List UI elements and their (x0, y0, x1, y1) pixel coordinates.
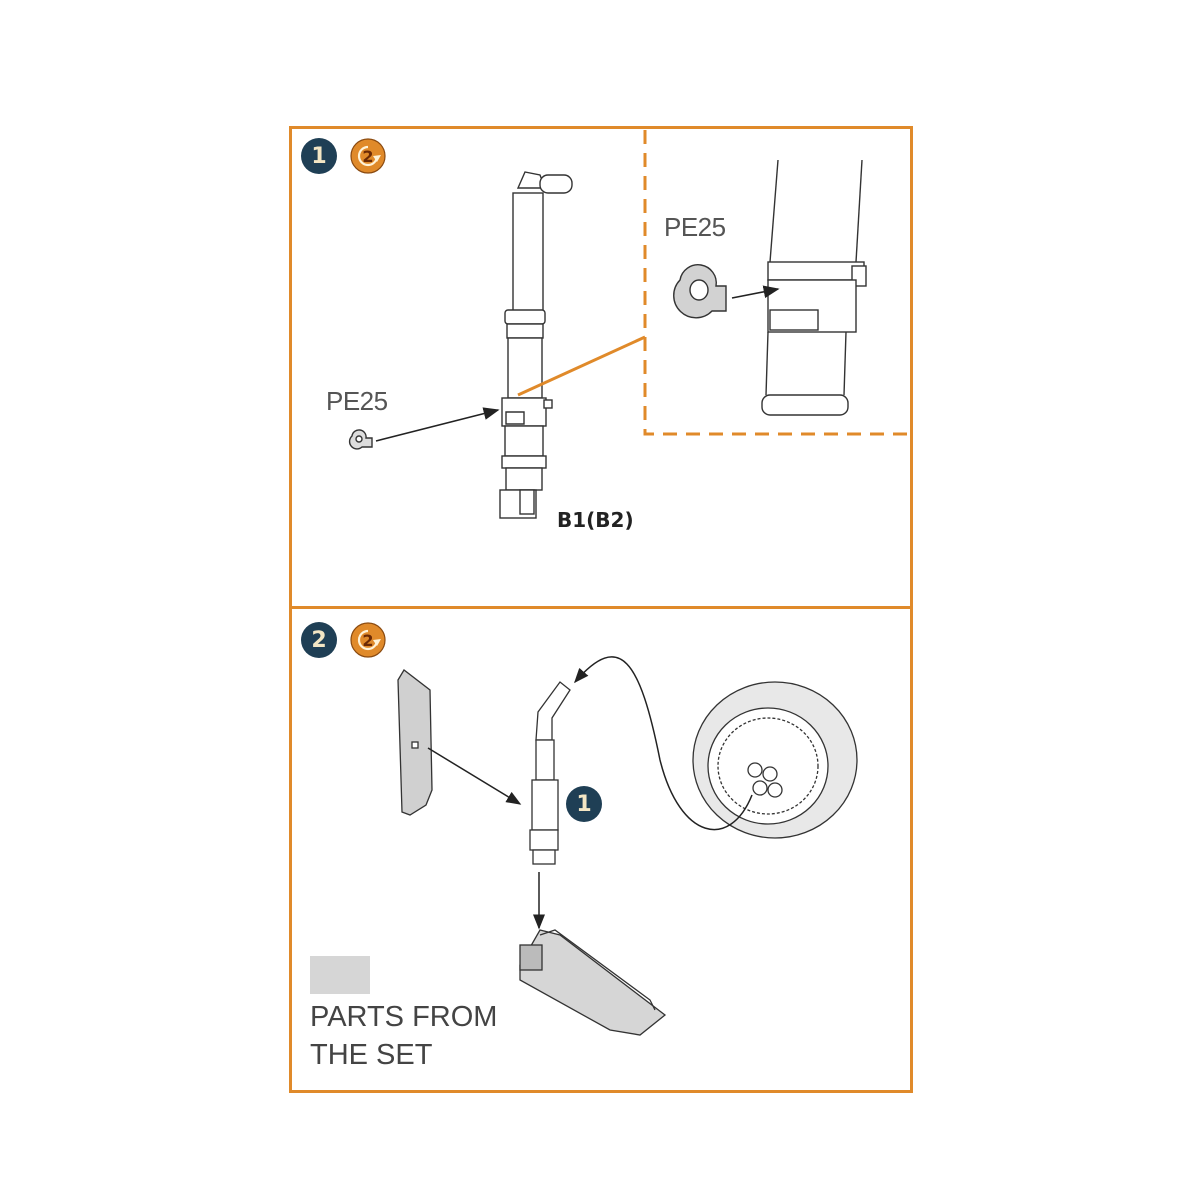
pe25-large-part (673, 264, 727, 319)
pe25-small-part (348, 429, 373, 450)
rotate-copy-icon: 2 (350, 622, 386, 658)
rotate-copy-icon: 2 (350, 138, 386, 174)
instruction-frame (289, 126, 913, 1093)
step-divider (289, 606, 910, 609)
step-2-badge: 2 (301, 622, 337, 658)
gear-door-part (397, 669, 433, 816)
detail-strut (761, 159, 867, 416)
gear-leg-from-set (519, 929, 667, 1036)
strut-subassembly (529, 681, 571, 865)
detail-part-label-pe25: PE25 (664, 212, 726, 242)
step-1-badge: 1 (301, 138, 337, 174)
wheel-part (692, 681, 858, 839)
svg-text:2: 2 (362, 631, 373, 650)
subassembly-1-badge: 1 (566, 786, 602, 822)
strut-part-b1 (499, 171, 573, 519)
part-label-pe25: PE25 (326, 386, 388, 416)
parts-from-set-swatch (310, 956, 370, 994)
legend-parts-from-set: PARTS FROM THE SET (310, 1001, 498, 1071)
part-code-b1: B1(B2) (557, 508, 634, 532)
svg-text:2: 2 (362, 147, 373, 166)
